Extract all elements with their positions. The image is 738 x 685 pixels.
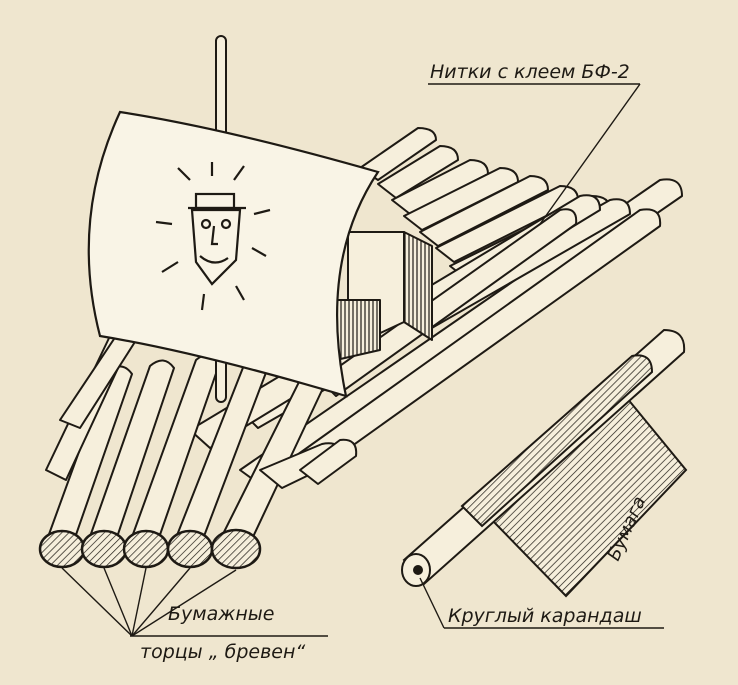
sail — [87, 110, 380, 398]
front-log-layer — [43, 325, 358, 557]
log-end-3 — [122, 529, 170, 569]
log-end-5 — [210, 528, 262, 570]
raft — [38, 127, 683, 570]
label-pencil: Круглый карандаш — [448, 605, 642, 627]
pencil-detail — [401, 328, 688, 598]
cabin — [335, 231, 433, 361]
label-log-ends-line1: Бумажные — [168, 603, 275, 625]
leader-lines — [61, 83, 664, 637]
label-log-ends-line2: торцы „ бревен“ — [140, 641, 305, 663]
log-end-1 — [38, 529, 86, 569]
log-end-4 — [166, 529, 214, 569]
log-end-caps — [38, 528, 262, 570]
label-threads-glue: Нитки с клеем БФ-2 — [430, 61, 630, 83]
paper-wrap — [460, 354, 654, 528]
sun-face-icon — [155, 162, 271, 311]
log-end-2 — [80, 529, 128, 569]
